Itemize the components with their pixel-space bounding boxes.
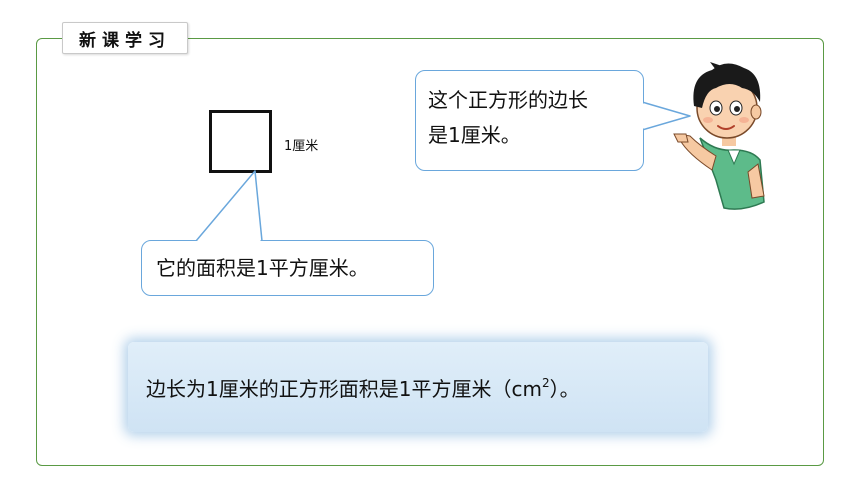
boy-pointing-illustration: [673, 62, 765, 210]
summary-banner: 边长为1厘米的正方形面积是1平方厘米（cm2）。: [128, 342, 708, 432]
area-bubble-text: 它的面积是1平方厘米。: [156, 255, 369, 280]
area-speech-bubble: 它的面积是1平方厘米。: [141, 240, 434, 296]
boy-bubble-line-1: 这个正方形的边长: [428, 88, 588, 112]
unit-square: [209, 110, 272, 173]
summary-text-end: ）。: [549, 376, 580, 401]
boy-speech-bubble: 这个正方形的边长 是1厘米。: [415, 70, 644, 171]
summary-text: 边长为1厘米的正方形面积是1平方厘米（cm2）。: [146, 373, 580, 402]
side-length-label: 1厘米: [284, 139, 319, 154]
boy-bubble-line-2: 是1厘米。: [428, 123, 521, 147]
summary-superscript: 2: [541, 375, 550, 390]
section-title: 新课学习: [62, 22, 188, 54]
summary-text-main: 边长为1厘米的正方形面积是1平方厘米（cm: [146, 376, 542, 401]
